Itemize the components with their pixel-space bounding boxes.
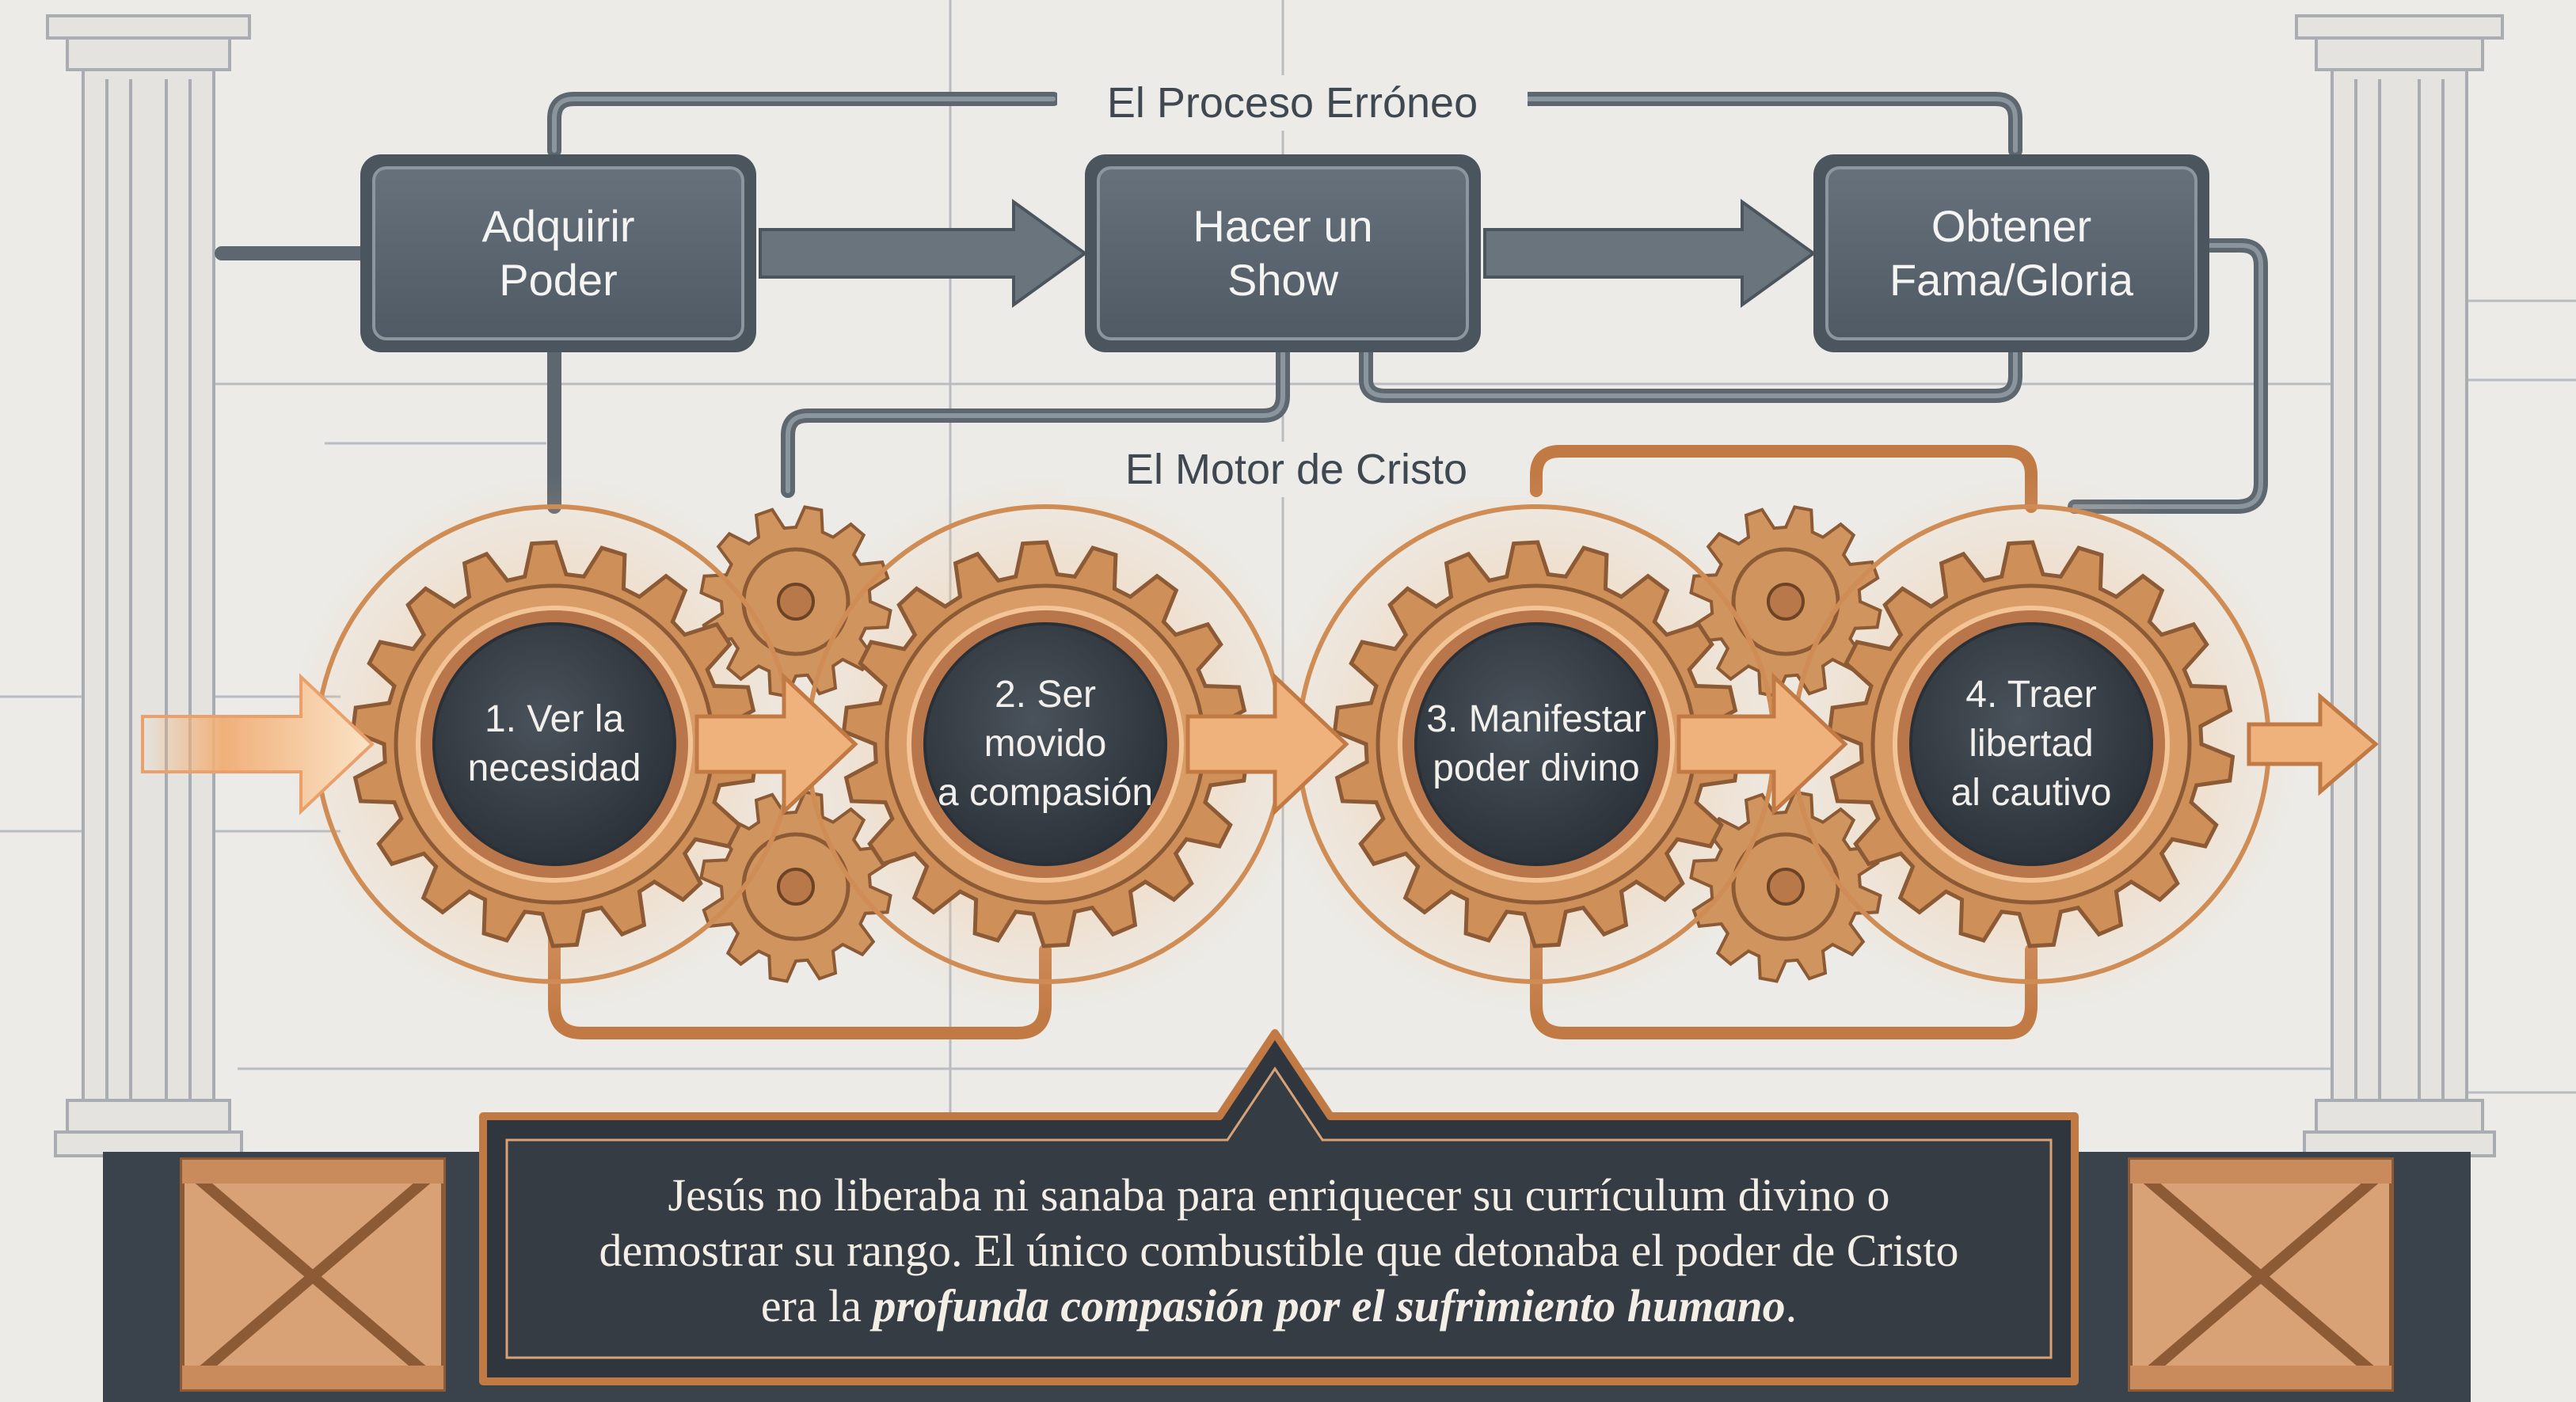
- engine-step-manifest-power: 3. Manifestar poder divino: [1426, 698, 1646, 789]
- process-box-1: [360, 154, 756, 352]
- wrong-process-title: El Proceso Erróneo: [1057, 75, 1528, 131]
- process-arrow-1: [759, 199, 1088, 308]
- banner-line-3-suffix: .: [1785, 1280, 1798, 1332]
- small-gear-1: [699, 505, 892, 698]
- right-pillar: [2295, 14, 2504, 1157]
- engine-pipes: [548, 445, 2038, 1039]
- banner-message: Jesús no liberaba ni sanaba para enrique…: [507, 1148, 2051, 1354]
- process-box-3: [1813, 154, 2209, 352]
- small-gear-4: [1689, 790, 1882, 983]
- banner-line-3-prefix: era la: [760, 1280, 862, 1332]
- banner-frame: [479, 1029, 2079, 1385]
- small-gear-3: [1689, 505, 1882, 698]
- small-gears: [699, 505, 1882, 983]
- left-pillar: [46, 14, 251, 1157]
- flow-arrow-in: [141, 673, 375, 815]
- flow-arrow-1: [694, 672, 858, 816]
- main-gear-1: [314, 504, 794, 984]
- process-step-obtain-fame: Obtener Fama/Gloria: [1889, 201, 2134, 305]
- flow-arrow-out: [2247, 692, 2379, 796]
- wrong-process-pipes-inner: [552, 97, 2263, 509]
- banner-emphasis: profunda compasión por el sufrimiento hu…: [873, 1280, 1786, 1332]
- flow-arrow-3: [1676, 672, 1848, 816]
- christ-engine-title: El Motor de Cristo: [1065, 442, 1528, 497]
- main-gears: [314, 504, 2271, 984]
- banner-line-2: demostrar su rango. El único combustible…: [599, 1225, 1959, 1276]
- engine-step-bring-freedom: 4. Traer libertad al cautivo: [1950, 674, 2112, 814]
- banner-line-1: Jesús no liberaba ni sanaba para enrique…: [668, 1169, 1890, 1221]
- banner-line-3: era la profunda compasión por el sufrimi…: [761, 1279, 1797, 1334]
- process-step-make-show: Hacer un Show: [1193, 201, 1373, 305]
- flow-arrow-2: [1185, 672, 1349, 816]
- process-step-acquire-power: Adquirir Poder: [481, 201, 635, 305]
- main-gear-4: [1791, 504, 2271, 984]
- engine-flow-arrows: [141, 672, 2379, 816]
- process-box-2: [1085, 154, 1481, 352]
- engine-step-moved-compassion: 2. Ser movido a compasión: [937, 674, 1154, 814]
- process-arrow-2: [1483, 199, 1817, 308]
- main-gear-3: [1296, 504, 1776, 984]
- engine-step-see-need: 1. Ver la necesidad: [467, 698, 641, 789]
